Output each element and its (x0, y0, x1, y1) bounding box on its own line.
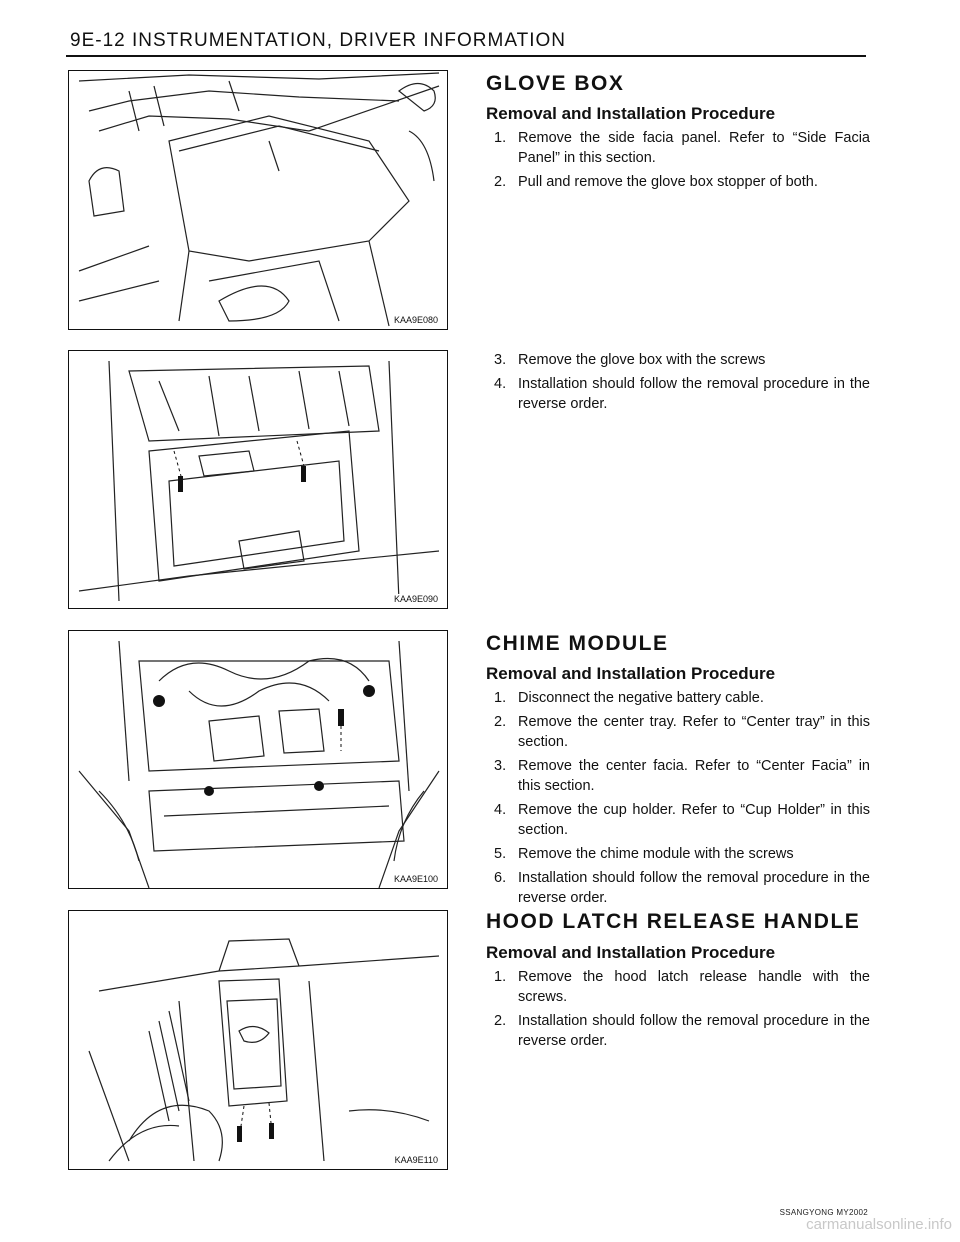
chime-module-illustration-icon (78, 640, 440, 888)
figure-label: KAA9E080 (392, 315, 439, 325)
page-header-title: 9E-12 INSTRUMENTATION, DRIVER INFORMATIO… (70, 30, 566, 51)
header-divider (66, 55, 866, 57)
watermark: carmanualsonline.info (806, 1216, 952, 1233)
glove-box-steps-part1: 1.Remove the side facia panel. Refer to … (486, 128, 870, 196)
list-item: 1.Remove the side facia panel. Refer to … (494, 130, 870, 166)
page-footer: SSANGYONG MY2002 (779, 1208, 868, 1217)
subtitle-chime-module-procedure: Removal and Installation Procedure (486, 664, 776, 683)
list-item: 3.Remove the center facia. Refer to “Cen… (494, 758, 870, 794)
subtitle-glove-box-procedure: Removal and Installation Procedure (486, 104, 776, 123)
glove-box-steps-part2: 3.Remove the glove box with the screws 4… (486, 350, 870, 418)
figure-label: KAA9E100 (392, 874, 439, 884)
list-item: 2.Pull and remove the glove box stopper … (494, 174, 818, 190)
list-item: 4.Installation should follow the removal… (494, 376, 870, 412)
subtitle-hood-latch-procedure: Removal and Installation Procedure (486, 943, 776, 962)
section-title-hood-latch-release-handle: HOOD LATCH RELEASE HANDLE (486, 910, 861, 933)
list-item: 3.Remove the glove box with the screws (494, 352, 766, 368)
section-title-chime-module: CHIME MODULE (486, 632, 669, 655)
list-item: 6.Installation should follow the removal… (494, 870, 870, 906)
hood-latch-release-handle-illustration-icon (88, 938, 440, 1162)
list-item: 1.Remove the hood latch release handle w… (494, 969, 870, 1005)
figure-label: KAA9E090 (392, 594, 439, 604)
glove-box-screws-illustration-icon (78, 360, 440, 602)
chime-module-steps: 1.Disconnect the negative battery cable.… (486, 688, 870, 912)
figure-label: KAA9E110 (393, 1155, 439, 1165)
glove-box-stopper-removal-illustration-icon (78, 72, 440, 327)
hood-latch-steps: 1.Remove the hood latch release handle w… (486, 967, 870, 1055)
figure-chime-module: KAA9E100 (68, 630, 448, 889)
list-item: 2.Remove the center tray. Refer to “Cent… (494, 714, 870, 750)
list-item: 4.Remove the cup holder. Refer to “Cup H… (494, 802, 870, 838)
list-item: 5.Remove the chime module with the screw… (494, 846, 794, 862)
list-item: 1.Disconnect the negative battery cable. (494, 690, 764, 706)
figure-glove-box-screws: KAA9E090 (68, 350, 448, 609)
list-item: 2.Installation should follow the removal… (494, 1013, 870, 1049)
figure-hood-latch-release-handle: KAA9E110 (68, 910, 448, 1170)
figure-glove-box-stopper: KAA9E080 (68, 70, 448, 330)
section-title-glove-box: GLOVE BOX (486, 72, 625, 95)
